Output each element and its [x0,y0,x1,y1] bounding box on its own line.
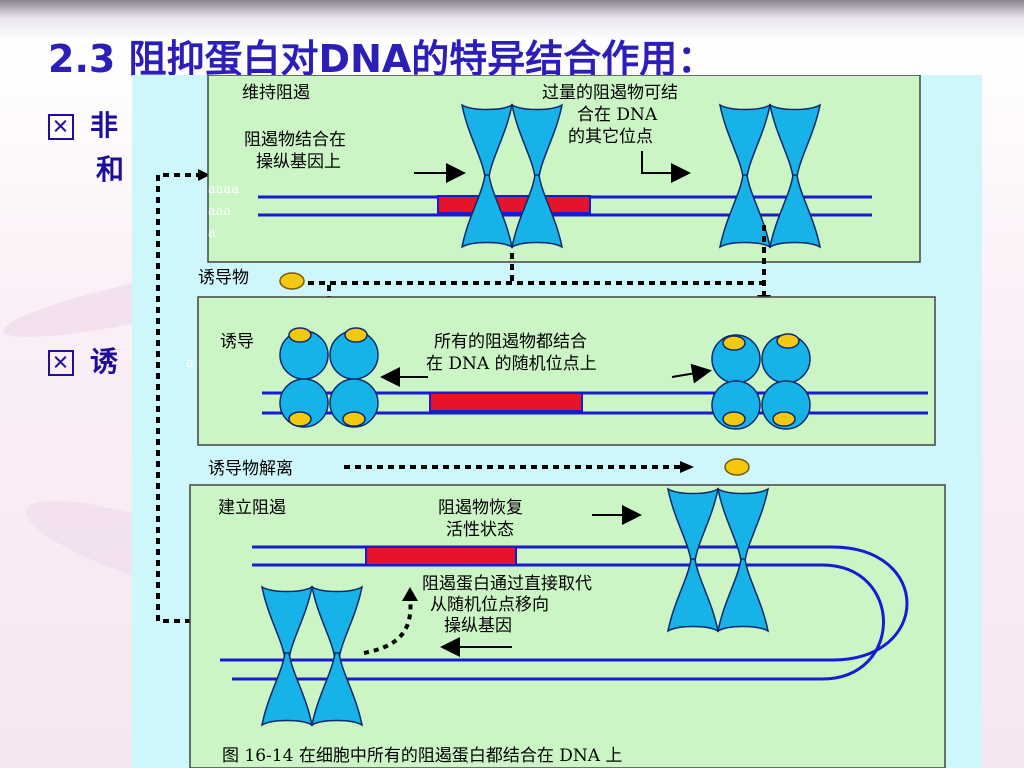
release-dashed-arrow [344,461,694,473]
stray-text: aaa [208,204,232,219]
bullet-1: 非 [48,104,118,144]
bullet-box-icon [48,114,74,140]
label-bind-2: 操纵基因上 [256,152,341,172]
stray-text: aaaa [208,182,239,197]
bullet-1-text: 非 [90,109,119,142]
label-recover-2: 活性状态 [446,520,514,540]
label-move-3: 操纵基因 [444,616,512,636]
curved-dashed-arrow [363,587,418,655]
bullet-box-icon [48,350,74,376]
figure-caption: 图 16-14 在细胞中所有的阻遏蛋白都结合在 DNA 上 [222,746,622,766]
label-random-2: 在 DNA 的随机位点上 [426,354,597,374]
inducer-molecule [279,272,305,290]
label-establish: 建立阻遏 [218,498,286,518]
label-inducer: 诱导物 [198,268,249,288]
label-excess-3: 的其它位点 [568,127,653,147]
stray-text: a [186,356,194,371]
label-random-1: 所有的阻遏物都结合 [434,332,587,352]
induced-repressor-left [279,327,379,428]
operator-region [429,392,583,412]
repression-diagram: 维持阻遏 过量的阻遏物可结 合在 DNA 的其它位点 阻遏物结合在 操纵基因上 … [132,75,982,768]
label-maintain: 维持阻遏 [242,83,310,103]
dna-loop [220,545,909,681]
slide-title: 2.3 阻抑蛋白对DNA的特异结合作用： [48,37,716,81]
label-induce: 诱导 [220,332,254,352]
arrow [671,363,712,384]
label-excess-1: 过量的阻遏物可结 [542,83,678,103]
operator-region [437,195,591,214]
stray-text: a [208,226,216,241]
left-dashed-connector [156,169,210,623]
label-excess-2: 合在 DNA [577,105,658,125]
diagram-svg: 维持阻遏 过量的阻遏物可结 合在 DNA 的其它位点 阻遏物结合在 操纵基因上 … [156,75,946,768]
label-move-1: 阻遏蛋白通过直接取代 [422,574,592,594]
bullet-2-text: 诱 [90,345,119,378]
label-recover-1: 阻遏物恢复 [438,498,523,518]
induced-repressor-right [711,333,811,430]
panel-establish-repression [189,484,946,768]
label-move-2: 从随机位点移向 [430,595,549,615]
bullet-2: 诱 [48,340,118,380]
released-inducer [724,458,750,476]
bullet-1-line2: 和 [96,153,125,186]
label-inducer-release: 诱导物解离 [208,459,293,479]
label-bind-1: 阻遏物结合在 [244,130,346,150]
arrow [641,151,691,183]
operator-region [365,546,517,566]
